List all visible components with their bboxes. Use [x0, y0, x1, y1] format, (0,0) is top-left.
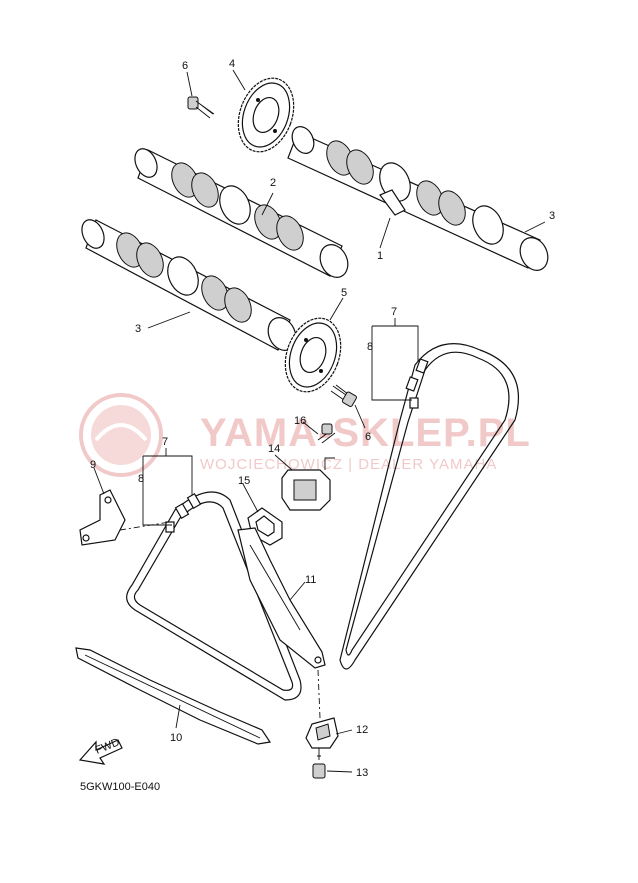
- callout-numbers: 1 2 3 3 4 5 6 6 7 7 8 8 9 10 11 12 13 14…: [90, 58, 555, 779]
- bolt-6-upper: [187, 96, 215, 119]
- camshaft-3: [81, 219, 297, 351]
- forward-arrow-icon: FWD: [78, 736, 123, 765]
- callout-11: 11: [305, 574, 316, 586]
- callout-9: 9: [90, 459, 96, 471]
- camshaft-2: [134, 148, 349, 278]
- watermark-brand: YAMA-SKLEP.PL: [200, 411, 531, 455]
- callout-7-left: 7: [162, 436, 168, 448]
- cam-lobes-1: [326, 140, 504, 245]
- callout-10: 10: [170, 732, 182, 744]
- chain-tensioner-14: [281, 457, 335, 511]
- callout-2: 2: [270, 177, 276, 189]
- callout-12: 12: [356, 724, 368, 736]
- callout-16: 16: [294, 415, 306, 427]
- chain-guide-11: [237, 527, 326, 669]
- callout-3-left: 3: [135, 323, 141, 335]
- callout-4: 4: [229, 58, 235, 70]
- callout-6-upper: 6: [182, 60, 188, 72]
- callout-7-right: 7: [391, 306, 397, 318]
- timing-chain-right: [339, 343, 519, 670]
- dealer-watermark: YAMA-SKLEP.PL WOJCIECHOWICZ | DEALER YAM…: [79, 393, 531, 477]
- callout-5: 5: [341, 287, 347, 299]
- bolt-13: [312, 748, 326, 779]
- tensioner-bolt-16: [317, 423, 336, 444]
- callout-15: 15: [238, 475, 250, 487]
- leader-lines: [93, 69, 546, 773]
- callout-14: 14: [268, 443, 280, 455]
- cam-lobes-3: [116, 232, 252, 323]
- cam-lobes-2: [171, 162, 304, 251]
- bolt-6-lower: [330, 384, 357, 407]
- callout-8-right: 8: [367, 341, 373, 353]
- yamaha-logo-icon: [79, 393, 163, 477]
- chain-guide-10: [75, 647, 272, 745]
- guide-stopper-12: [305, 669, 339, 749]
- callout-8-left: 8: [138, 473, 144, 485]
- callout-13: 13: [356, 767, 368, 779]
- callout-3-right: 3: [549, 210, 555, 222]
- chain-guide-bracket-9: [79, 489, 171, 546]
- callout-1: 1: [377, 250, 383, 262]
- cam-sprocket-5: [284, 317, 342, 393]
- diagram-code: 5GKW100-E040: [80, 781, 160, 793]
- camshaft-1: [287, 126, 549, 271]
- cam-sprocket-4: [237, 77, 295, 153]
- timing-chain-left: [126, 491, 302, 701]
- callout-6-lower: 6: [365, 431, 371, 443]
- watermark-subtitle: WOJCIECHOWICZ | DEALER YAMAHA: [200, 456, 497, 473]
